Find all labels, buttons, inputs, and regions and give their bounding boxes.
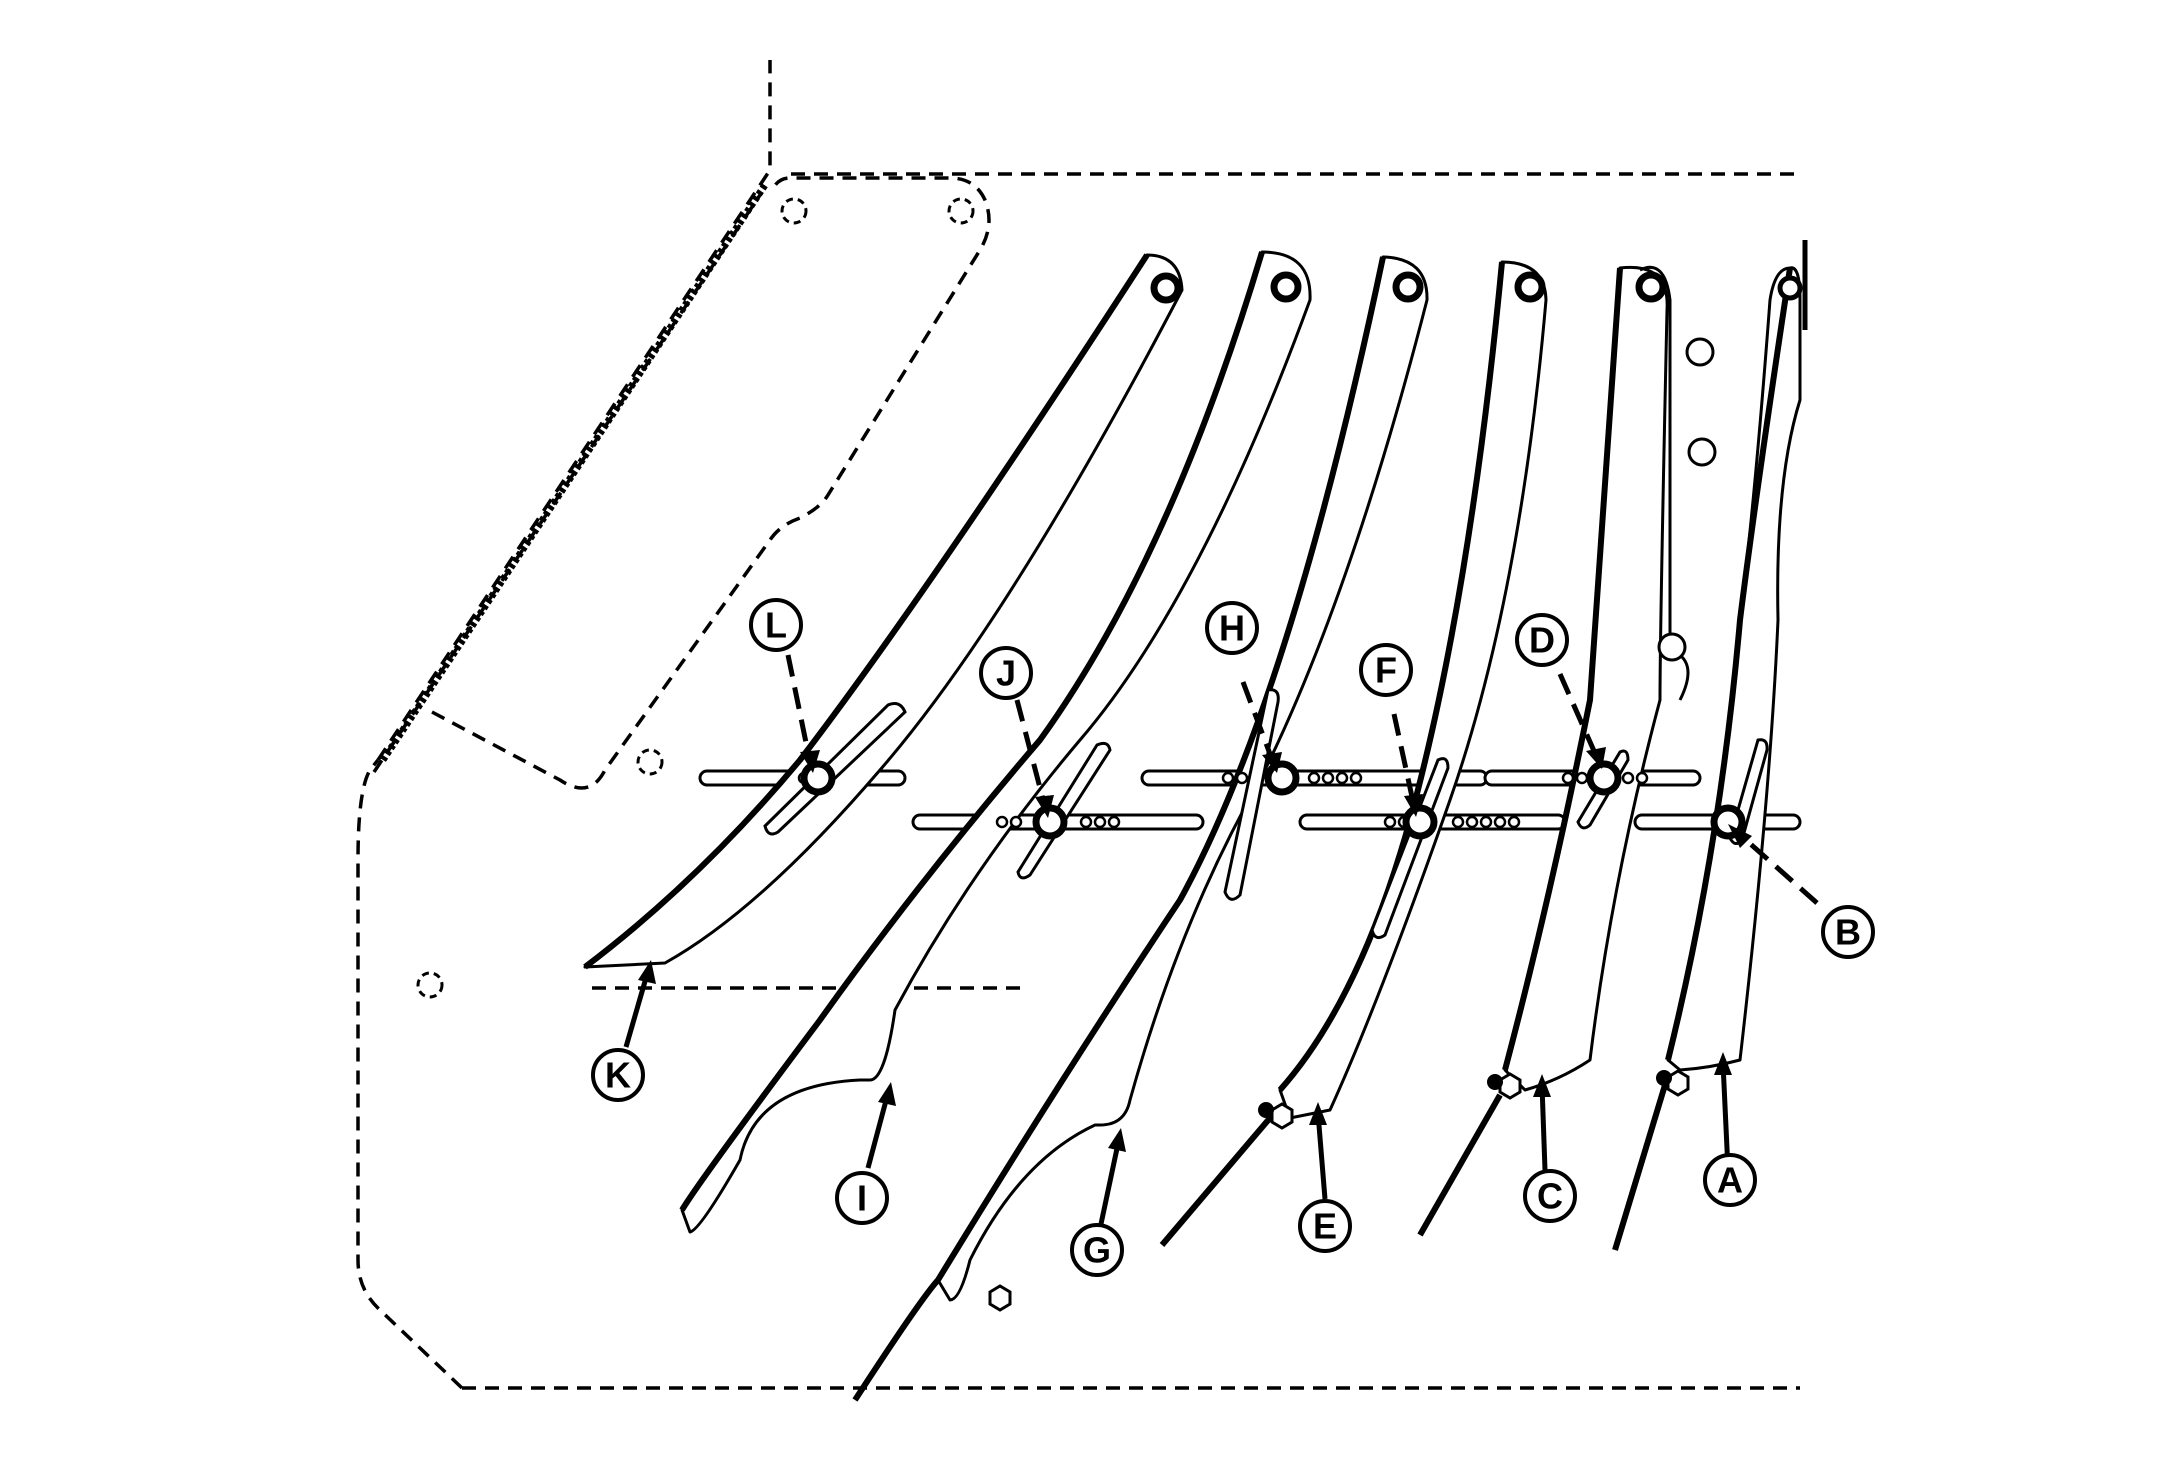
leader-arrowheads [638, 747, 1752, 1152]
callout-i: I [835, 1171, 889, 1225]
callout-d: D [1515, 613, 1569, 667]
callout-j-label: J [996, 653, 1016, 694]
callout-h-label: H [1219, 608, 1245, 649]
blade-e [1278, 260, 1548, 1120]
callout-k: K [591, 1048, 645, 1102]
blade-a [1666, 266, 1802, 1072]
callout-f: F [1359, 643, 1413, 697]
housing-holes [416, 197, 975, 999]
housing-hinge-hatch [380, 183, 768, 762]
hex-nuts [988, 1069, 1690, 1312]
callout-b: B [1821, 905, 1875, 959]
callouts: A B C D E F G H [591, 598, 1875, 1277]
nut-bodies [1258, 1070, 1672, 1118]
callout-i-label: I [857, 1178, 867, 1219]
callout-e: E [1298, 1199, 1352, 1253]
callout-e-label: E [1313, 1206, 1337, 1247]
callout-l: L [749, 598, 803, 652]
callout-a-label: A [1717, 1160, 1743, 1201]
pivot-holes [1150, 271, 1803, 662]
callout-h: H [1205, 601, 1259, 655]
callout-f-label: F [1375, 650, 1397, 691]
callout-k-label: K [605, 1055, 631, 1096]
callout-d-label: D [1529, 620, 1555, 661]
adjustment-bolts [800, 760, 1746, 840]
callout-j: J [979, 646, 1033, 700]
callout-c-label: C [1537, 1176, 1563, 1217]
blade-k [583, 253, 1184, 969]
deflector-blades [583, 240, 1808, 1402]
callout-g-label: G [1083, 1230, 1111, 1271]
callout-a: A [1703, 1153, 1757, 1207]
callout-g: G [1070, 1223, 1124, 1277]
index-holes [797, 771, 1649, 829]
callout-l-label: L [765, 605, 787, 646]
callout-c: C [1523, 1169, 1577, 1223]
callout-b-label: B [1835, 912, 1861, 953]
leader-lines [623, 654, 1819, 1225]
